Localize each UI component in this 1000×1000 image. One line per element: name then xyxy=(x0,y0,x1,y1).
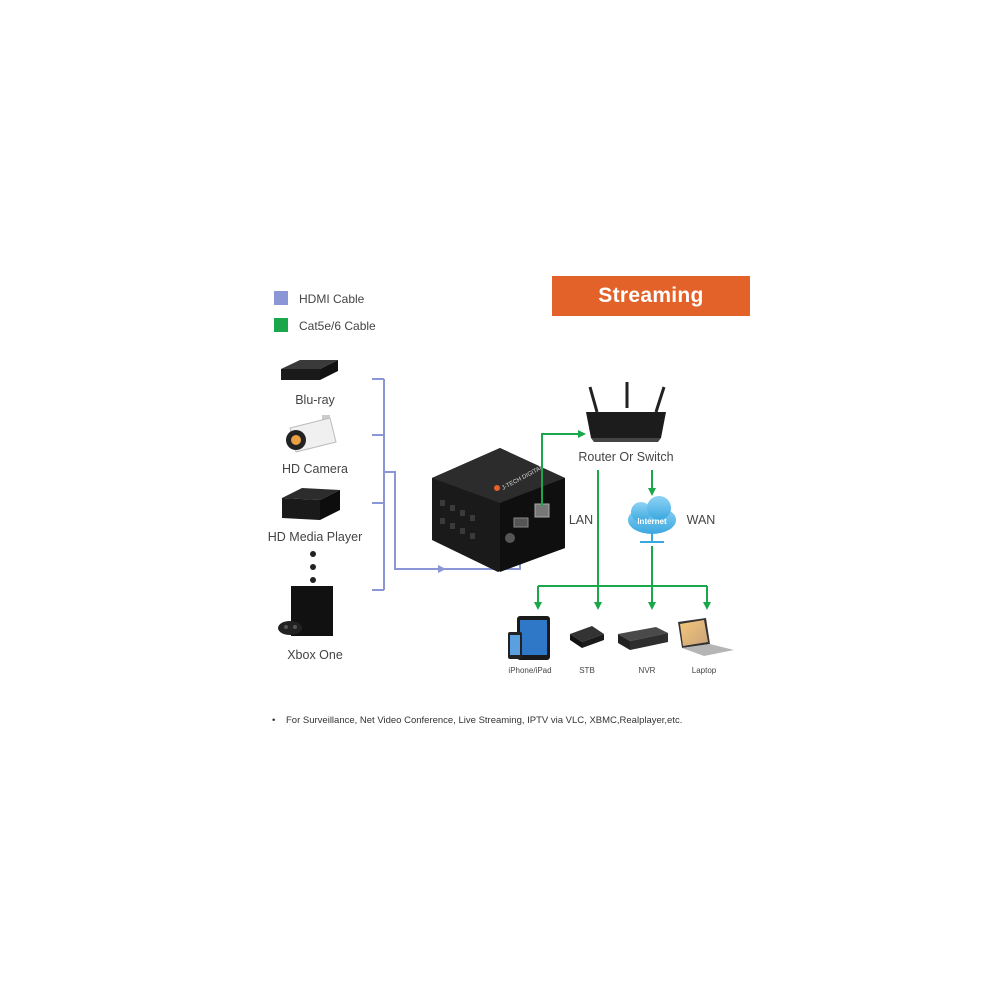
media-player-icon xyxy=(282,488,340,520)
bullet-icon: • xyxy=(272,715,276,726)
client-label-iphone-ipad: iPhone/iPad xyxy=(508,666,552,675)
security-camera-icon xyxy=(286,415,337,453)
legend-label-hdmi: HDMI Cable xyxy=(299,292,365,306)
router-label: Router Or Switch xyxy=(578,450,674,464)
usage-note: • For Surveillance, Net Video Conference,… xyxy=(272,715,682,726)
client-label-laptop: Laptop xyxy=(691,666,717,675)
router-icon xyxy=(586,382,666,442)
bluray-player-icon xyxy=(281,360,338,380)
usage-note-text: For Surveillance, Net Video Conference, … xyxy=(286,715,683,726)
cat-cable-to-router xyxy=(541,430,586,506)
xbox-console-icon xyxy=(278,586,333,636)
internet-label: Internet xyxy=(637,517,667,526)
ellipsis-dots xyxy=(310,551,316,583)
legend-swatch-cat xyxy=(274,318,288,332)
legend-label-cat: Cat5e/6 Cable xyxy=(299,319,376,333)
source-label-bluray: Blu-ray xyxy=(295,393,335,407)
streaming-banner: Streaming xyxy=(552,276,750,316)
client-label-nvr: NVR xyxy=(638,666,656,675)
client-label-stb: STB xyxy=(579,666,595,675)
source-label-media-player: HD Media Player xyxy=(267,530,363,544)
internet-cloud-icon: Internet xyxy=(628,496,676,543)
phone-tablet-icon xyxy=(508,616,550,660)
source-label-xbox: Xbox One xyxy=(287,648,343,662)
hdmi-encoder-device: J-TECH DIGITAL xyxy=(432,448,565,572)
lan-label: LAN xyxy=(568,513,594,527)
legend-swatch-hdmi xyxy=(274,291,288,305)
set-top-box-icon xyxy=(570,626,604,648)
laptop-icon xyxy=(678,618,734,656)
lan-distribution-bus xyxy=(534,585,711,610)
nvr-recorder-icon xyxy=(618,627,668,650)
wan-label: WAN xyxy=(686,513,716,527)
source-label-hd-camera: HD Camera xyxy=(282,462,348,476)
